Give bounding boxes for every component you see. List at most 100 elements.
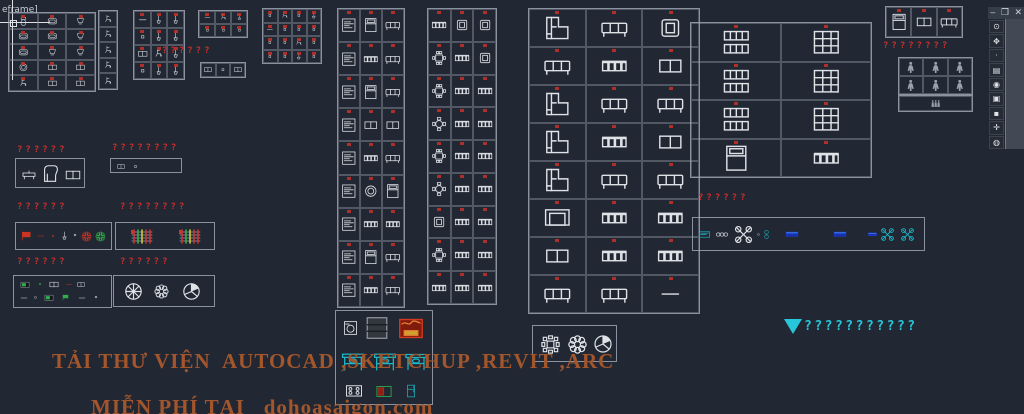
tool-palette[interactable]: ‒ ❐ ✕ ⊙✥·▤◉▣▪✛◍ <box>988 7 1024 149</box>
cab-icon <box>659 59 682 73</box>
small-fitting-grid[interactable] <box>198 10 248 38</box>
crosshair-pickbox <box>10 20 17 27</box>
kitchen-appliance-box[interactable] <box>335 310 433 405</box>
sofa-stack-icon <box>723 69 749 93</box>
palette-tool-button-5[interactable]: ◉ <box>989 77 1004 92</box>
sofa-set-cluster[interactable] <box>528 8 700 314</box>
dot-icon <box>38 282 42 286</box>
tub-icon <box>18 49 28 55</box>
tiny-parts-grid[interactable] <box>262 8 322 64</box>
sofa-front-icon <box>601 174 627 189</box>
bar-icon <box>833 231 847 237</box>
sofa-set-cluster-cell <box>642 161 699 199</box>
faucet-grid-cell <box>134 11 151 28</box>
lamp-icon <box>312 12 316 19</box>
palette-tool-button-7[interactable]: ▪ <box>989 106 1004 121</box>
sofa-set-cluster-cell <box>585 161 643 199</box>
table-rect-icon <box>432 84 447 98</box>
flag-icon <box>62 294 69 301</box>
sofa-cabinet-box[interactable] <box>690 22 872 178</box>
electronics-box[interactable] <box>13 275 112 308</box>
panel-icon <box>342 18 356 33</box>
armchair-icon <box>661 19 680 37</box>
palette-tool-button-2[interactable]: ✥ <box>989 34 1004 48</box>
chair-side-icon <box>220 14 226 20</box>
palette-ghost-panel[interactable] <box>1005 19 1024 149</box>
sofa-cabinet-box-cell <box>781 23 871 62</box>
dash-icon <box>20 297 28 299</box>
bathroom-plan-grid-cell <box>9 13 38 29</box>
sofa-set-cluster-cell <box>529 199 586 237</box>
viewport-control-label[interactable]: eframe] <box>2 5 38 15</box>
panel-icon <box>342 85 356 99</box>
piano-box[interactable] <box>15 158 85 188</box>
tiny-parts-grid-cell <box>263 36 278 50</box>
bathroom-plan-grid-cell <box>9 44 38 60</box>
dining-set-column-cell <box>473 271 496 304</box>
cab-icon <box>76 65 85 71</box>
round-table-box[interactable] <box>532 325 617 362</box>
palette-tool-button-6[interactable]: ▣ <box>989 92 1004 106</box>
dining-set-column-cell <box>428 140 451 173</box>
palette-close-button[interactable]: ✕ <box>1014 8 1022 18</box>
chair-column-cell <box>99 57 117 74</box>
hardware-box[interactable] <box>200 62 246 78</box>
palette-minimize-button[interactable]: ‒ <box>990 8 996 18</box>
hstack-icon <box>454 284 470 291</box>
dining-set-column[interactable] <box>427 8 497 305</box>
sofa-front-icon <box>385 254 401 263</box>
lamp-icon <box>62 231 67 240</box>
accessory-color-box[interactable] <box>15 222 112 250</box>
small-fitting-grid-cell <box>199 11 215 24</box>
palette-tool-button-9[interactable]: ◍ <box>989 135 1004 149</box>
people-row[interactable] <box>898 95 973 112</box>
dot-icon <box>312 41 315 44</box>
palette-tool-button-4[interactable]: ▤ <box>989 63 1004 77</box>
fence-elevation-box[interactable] <box>115 222 215 250</box>
palette-restore-button[interactable]: ❐ <box>1001 8 1010 18</box>
people-grid-cell <box>947 76 972 94</box>
table-rect-icon <box>432 248 447 262</box>
cyan-ornament-strip[interactable] <box>692 217 925 251</box>
hstack-icon <box>477 186 492 193</box>
bathroom-plan-grid[interactable] <box>8 12 96 92</box>
chair-side-icon <box>282 12 288 18</box>
hstack-icon <box>454 218 470 226</box>
tiny-parts-grid-cell <box>292 9 307 23</box>
plants-box[interactable] <box>113 275 215 307</box>
mirror-icon <box>365 185 377 197</box>
sofa-set-cluster-cell <box>642 199 699 237</box>
dot-icon <box>283 55 286 58</box>
faucet-grid-cell <box>134 62 151 79</box>
chair-column[interactable] <box>98 10 118 90</box>
flower8-icon <box>95 231 106 242</box>
palette-tool-button-1[interactable]: ⊙ <box>989 20 1004 34</box>
chain-icon <box>716 232 728 237</box>
chair-side-icon <box>105 14 111 22</box>
dot-icon <box>134 165 137 168</box>
bed-icon <box>365 250 377 265</box>
palette-tool-button-8[interactable]: ✛ <box>989 121 1004 135</box>
dining-set-column-cell <box>428 41 451 75</box>
faucet-grid[interactable] <box>133 10 185 80</box>
sofa-set-cluster-cell <box>585 199 643 237</box>
bed-block-column-cell <box>360 174 382 208</box>
armchair-icon <box>479 20 490 31</box>
small-pair-box[interactable] <box>110 158 182 173</box>
bed-block-column-cell <box>382 42 404 76</box>
cab-icon <box>47 65 57 71</box>
fence-icon <box>130 229 153 244</box>
palette-tool-button-3[interactable]: · <box>989 48 1004 63</box>
bed-icon <box>387 184 399 198</box>
dash-icon <box>267 29 274 30</box>
people-grid[interactable] <box>898 57 973 95</box>
sofa-set-cluster-cell <box>585 123 643 161</box>
dining-set-column-cell <box>450 271 474 304</box>
bed-block-column[interactable] <box>337 8 405 308</box>
bed-icon <box>892 13 906 31</box>
dining-set-column-cell <box>473 205 496 239</box>
bed-block-column-cell <box>360 141 382 175</box>
chain-v-icon <box>764 230 769 239</box>
bed-elevation-box[interactable] <box>885 6 963 38</box>
